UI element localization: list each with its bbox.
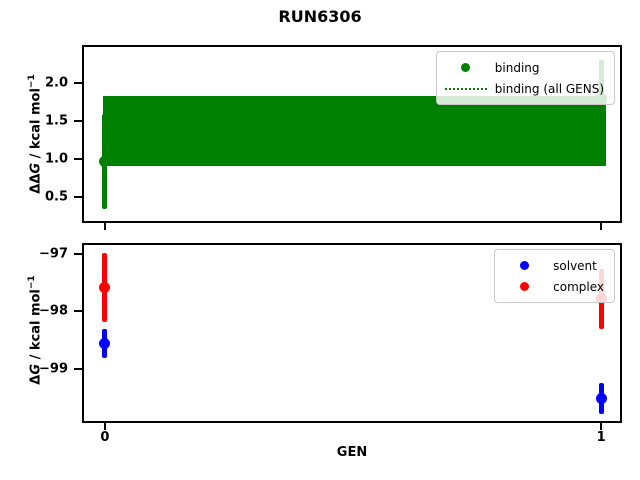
y-tick-label-99: −99 (39, 361, 68, 377)
legend-label-binding-all-gens: binding (all GENS) (494, 81, 604, 96)
axes-dg: −97 −98 −99 0 1 solvent complex (39, 243, 622, 445)
y-tick-label-1-0: 1.0 (44, 151, 68, 167)
legend-marker-box (443, 87, 489, 90)
y-axis-label-dg-unit: / kcal mol (28, 289, 44, 364)
x-tick-label-gen0: 0 (100, 430, 110, 445)
solvent-dot-icon (519, 261, 529, 270)
y-tick-1-0 (74, 158, 82, 161)
legend-item-binding: binding (443, 57, 604, 78)
binding-all-gens-dotted-line-icon (444, 87, 487, 90)
y-tick-97 (74, 252, 82, 255)
y-tick-0-5 (74, 196, 82, 199)
y-axis-label-ddg-delta: ΔΔ (28, 173, 44, 194)
legend: binding binding (all GENS) (435, 51, 615, 105)
legend-label-binding: binding (494, 60, 540, 75)
x-tick-gen1 (600, 423, 603, 430)
confidence-band-binding-all-gens (102, 95, 607, 167)
legend-marker-box (501, 261, 547, 270)
x-tick-label-gen1: 1 (596, 430, 606, 445)
data-point-binding-gen0 (99, 155, 111, 167)
y-tick-label-0-5: 0.5 (44, 189, 68, 205)
y-tick-label-2-0: 2.0 (44, 75, 68, 91)
legend-item-binding-all-gens: binding (all GENS) (443, 78, 604, 99)
complex-dot-icon (519, 282, 529, 291)
y-axis-label-ddg-exponent: −1 (27, 74, 37, 89)
legend-marker-box (501, 282, 547, 291)
x-axis-label: GEN (336, 445, 368, 460)
data-point-solvent-gen1 (595, 392, 607, 404)
binding-dot-icon (461, 63, 471, 72)
x-tick-gen0 (103, 223, 106, 230)
y-tick-1-5 (74, 120, 82, 123)
legend-item-solvent: solvent (501, 255, 604, 276)
legend-item-complex: complex (501, 276, 604, 297)
y-axis-label-ddg-unit: / kcal mol (28, 88, 44, 163)
y-axis-label-ddg-symbol: G (28, 162, 44, 174)
legend: solvent complex (494, 249, 615, 303)
legend-label-solvent: solvent (553, 258, 597, 273)
legend-label-complex: complex (553, 279, 604, 294)
plot-title: RUN6306 (278, 7, 362, 26)
y-tick-99 (74, 368, 82, 371)
y-tick-label-1-5: 1.5 (44, 113, 68, 129)
y-axis-label-dg-exponent: −1 (27, 275, 37, 290)
y-tick-2-0 (74, 81, 82, 84)
x-tick-gen1 (600, 223, 603, 230)
data-point-solvent-gen0 (99, 337, 111, 349)
axes-ddg: 2.0 1.5 1.0 0.5 binding binding (all GENS) (45, 45, 622, 230)
x-tick-gen0 (103, 423, 106, 430)
y-tick-label-98: −98 (39, 303, 68, 319)
y-tick-98 (74, 310, 82, 313)
y-tick-label-97: −97 (39, 246, 68, 262)
y-axis-label-ddg: ΔΔG / kcal mol−1 (27, 74, 43, 193)
legend-marker-box (443, 63, 489, 72)
data-point-complex-gen0 (99, 281, 111, 293)
